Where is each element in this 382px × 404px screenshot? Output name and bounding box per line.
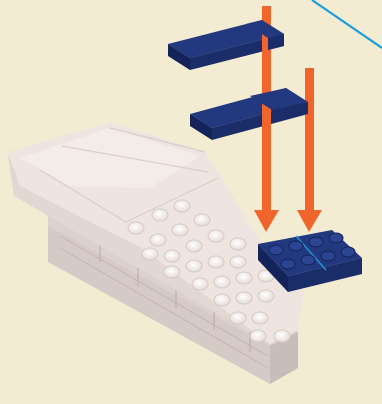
instruction-step-canvas	[0, 0, 382, 404]
instruction-illustration	[0, 0, 382, 404]
